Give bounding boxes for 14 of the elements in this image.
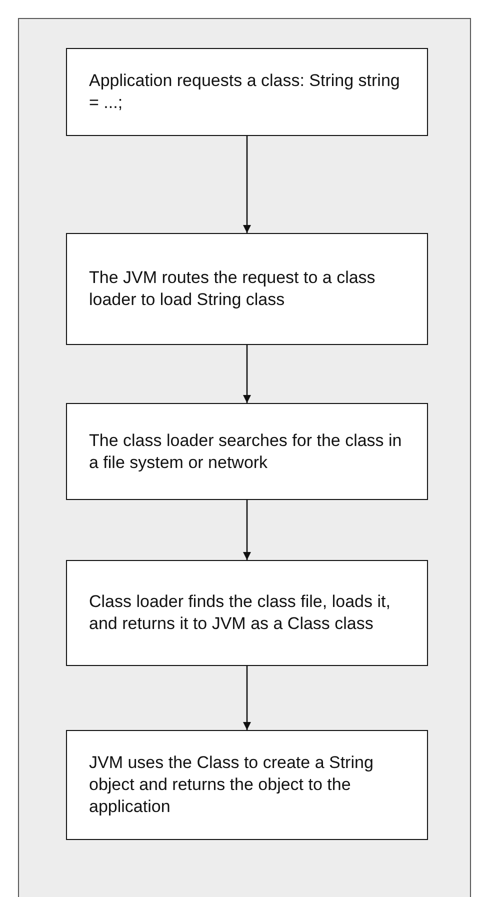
process-box [66,233,428,345]
step-text: JVM uses the Class to create a String object and returns the object to the application [89,752,374,818]
process-box [66,403,428,500]
arrow [243,666,251,730]
step-text: The class loader searches for the class in a file system or network [89,430,403,474]
step-text: Application requests a class: String string = ...; [89,70,401,114]
process-box [66,560,428,666]
step-text: The JVM routes the request to a class loader to load String class [89,267,376,311]
process-box [66,730,428,840]
arrow [243,500,251,560]
step-text: Class loader finds the class file, loads it, and returns it to JVM as a Class class [89,591,392,635]
arrow [243,345,251,403]
process-box [66,48,428,136]
arrow [243,136,251,233]
